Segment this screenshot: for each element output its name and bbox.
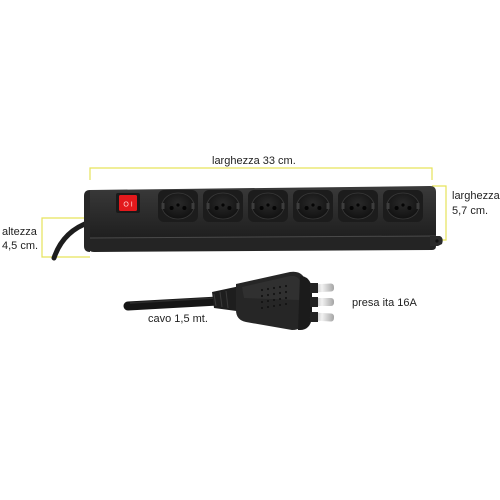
depth-label-line1: larghezza	[452, 190, 500, 202]
cable-label: cavo 1,5 mt.	[148, 313, 208, 325]
socket	[293, 190, 333, 222]
svg-text:O I: O I	[123, 202, 132, 209]
height-label-line2: 4,5 cm.	[2, 240, 39, 252]
width-dimension-line	[89, 167, 433, 180]
italian-plug	[212, 271, 335, 330]
socket	[383, 190, 423, 222]
dimension-lines	[41, 167, 447, 258]
socket	[338, 190, 378, 222]
power-strip: O I	[84, 186, 443, 252]
plug-pins	[309, 283, 335, 322]
width-label: larghezza 33 cm.	[212, 155, 296, 167]
socket	[248, 190, 288, 222]
socket	[203, 190, 243, 222]
depth-dimension-line	[432, 185, 447, 241]
power-switch: O I	[116, 193, 140, 213]
height-dimension-line	[41, 217, 90, 258]
sockets	[158, 190, 423, 222]
depth-label-line2: 5,7 cm.	[452, 205, 489, 217]
plug-label: presa ita 16A	[352, 297, 417, 309]
height-label-line1: altezza	[2, 226, 37, 238]
socket	[158, 190, 198, 222]
